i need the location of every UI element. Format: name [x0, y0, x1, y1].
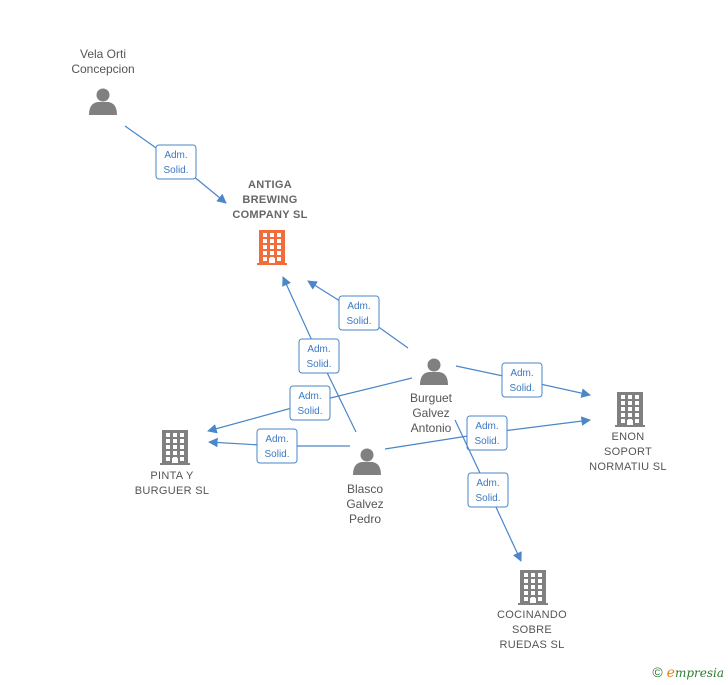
edge-label-text: Adm.	[476, 478, 499, 489]
edge-label-text: Adm.	[265, 434, 288, 445]
edge-label-box	[155, 144, 197, 180]
node-label-enon[interactable]: ENON SOPORT NORMATIU SL	[589, 431, 667, 473]
antiga-building-icon[interactable]	[257, 230, 287, 265]
empresia-logo-e: e	[666, 665, 675, 681]
edge-label-text: Solid.	[264, 449, 289, 460]
edge-label-box	[338, 295, 380, 331]
node-label-burguet[interactable]: Burguet Galvez Antonio	[409, 391, 453, 435]
edge-label-box	[289, 385, 331, 421]
node-label-blasco[interactable]: Blasco Galvez Pedro	[346, 482, 384, 526]
edge-label-text: Solid.	[163, 165, 188, 176]
edge-vela-to-antiga[interactable]: Adm. Solid.	[124, 125, 227, 204]
edge-burguet-to-antiga[interactable]: Adm. Solid.	[307, 280, 409, 349]
blasco-person-icon[interactable]	[353, 448, 381, 476]
edge-label-text: Adm.	[475, 421, 498, 432]
nodes	[89, 88, 645, 605]
edge-label-text: Adm.	[298, 391, 321, 402]
edge-blasco-to-antiga[interactable]: Adm. Solid.	[282, 276, 357, 433]
pinta-building-icon[interactable]	[160, 430, 190, 465]
node-label-cocinando[interactable]: COCINANDO SOBRE RUEDAS SL	[497, 609, 567, 651]
edge-label-text: Adm.	[307, 344, 330, 355]
empresia-logo-text: mpresia	[674, 666, 724, 680]
edge-label-text: Solid.	[306, 359, 331, 370]
edge-label-box	[256, 428, 298, 464]
node-label-vela[interactable]: Vela Orti Concepcion	[71, 47, 135, 76]
edge-label-box	[501, 362, 543, 398]
edge-label-box	[466, 415, 508, 451]
cocinando-building-icon[interactable]	[518, 570, 548, 605]
copyright-icon: ©	[652, 664, 663, 680]
edge-label-box	[298, 338, 340, 374]
enon-building-icon[interactable]	[615, 392, 645, 427]
edge-label-text: Adm.	[164, 150, 187, 161]
edge-burguet-to-enon[interactable]: Adm. Solid.	[455, 362, 591, 398]
edge-label-text: Solid.	[475, 493, 500, 504]
edge-label-text: Solid.	[474, 436, 499, 447]
vela-person-icon[interactable]	[89, 88, 117, 116]
node-label-pinta[interactable]: PINTA Y BURGUER SL	[134, 470, 210, 497]
edge-label-text: Solid.	[297, 406, 322, 417]
edge-label-text: Solid.	[509, 383, 534, 394]
empresia-watermark: © empresia	[652, 664, 724, 681]
edge-label-text: Adm.	[347, 301, 370, 312]
edge-blasco-to-pinta[interactable]: Adm. Solid.	[208, 428, 350, 464]
edge-label-text: Solid.	[346, 316, 371, 327]
edge-burguet-to-cocinando[interactable]: Adm. Solid.	[454, 419, 522, 562]
burguet-person-icon[interactable]	[420, 358, 448, 386]
edges: Adm. Solid. Adm. Solid. Adm. Solid. Adm. Solid.…	[124, 125, 591, 562]
edge-blasco-to-enon[interactable]: Adm. Solid.	[384, 415, 591, 451]
edge-label-text: Adm.	[510, 368, 533, 379]
edge-burguet-to-pinta[interactable]: Adm. Solid.	[207, 377, 413, 434]
node-label-antiga[interactable]: ANTIGA BREWING COMPANY SL	[232, 179, 308, 221]
edge-label-box	[467, 472, 509, 508]
